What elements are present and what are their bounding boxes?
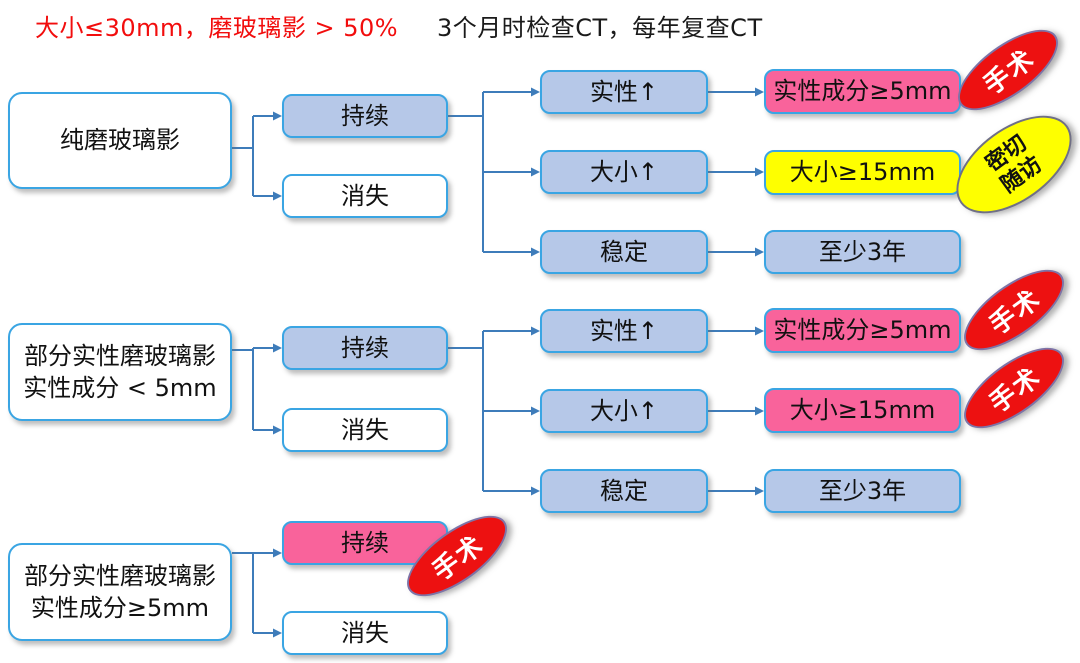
node-label-line2: 实性成分≥5mm: [30, 594, 210, 622]
criteria-note: 大小≤30mm，磨玻璃影 > 50%: [35, 14, 399, 42]
node-pure-ggo: 纯磨玻璃影: [8, 92, 232, 189]
node-g2-solid-ge5mm: 实性成分≥5mm: [764, 308, 961, 353]
node-label: 纯磨玻璃影: [60, 126, 180, 155]
followup-note: 3个月时检查CT，每年复查CT: [437, 14, 763, 42]
node-part-solid-lt5mm: 部分实性磨玻璃影 实性成分 < 5mm: [8, 323, 232, 421]
node-g2-disappear: 消失: [282, 408, 448, 452]
node-g2-size-ge15mm: 大小≥15mm: [764, 388, 961, 433]
node-g1-size-ge15mm: 大小≥15mm: [764, 150, 961, 195]
node-g2-atleast-3y: 至少3年: [764, 469, 961, 513]
node-label: 部分实性磨玻璃影: [24, 341, 216, 370]
node-label: 部分实性磨玻璃影: [24, 561, 216, 590]
node-g2-size-up: 大小↑: [540, 389, 708, 433]
node-g2-stable: 稳定: [540, 469, 708, 513]
node-g2-solid-up: 实性↑: [540, 309, 708, 353]
node-label-line2: 实性成分 < 5mm: [23, 374, 217, 402]
node-g1-stable: 稳定: [540, 230, 708, 274]
node-g1-atleast-3y: 至少3年: [764, 230, 961, 274]
badge-label: 密切随访: [981, 131, 1047, 198]
node-g1-disappear: 消失: [282, 174, 448, 218]
node-g2-persist: 持续: [282, 326, 448, 370]
node-g1-solid-up: 实性↑: [540, 70, 708, 114]
node-g3-disappear: 消失: [282, 611, 448, 655]
node-g1-solid-ge5mm: 实性成分≥5mm: [764, 69, 961, 114]
node-part-solid-ge5mm: 部分实性磨玻璃影 实性成分≥5mm: [8, 543, 232, 641]
node-g1-size-up: 大小↑: [540, 150, 708, 194]
node-g1-persist: 持续: [282, 94, 448, 138]
